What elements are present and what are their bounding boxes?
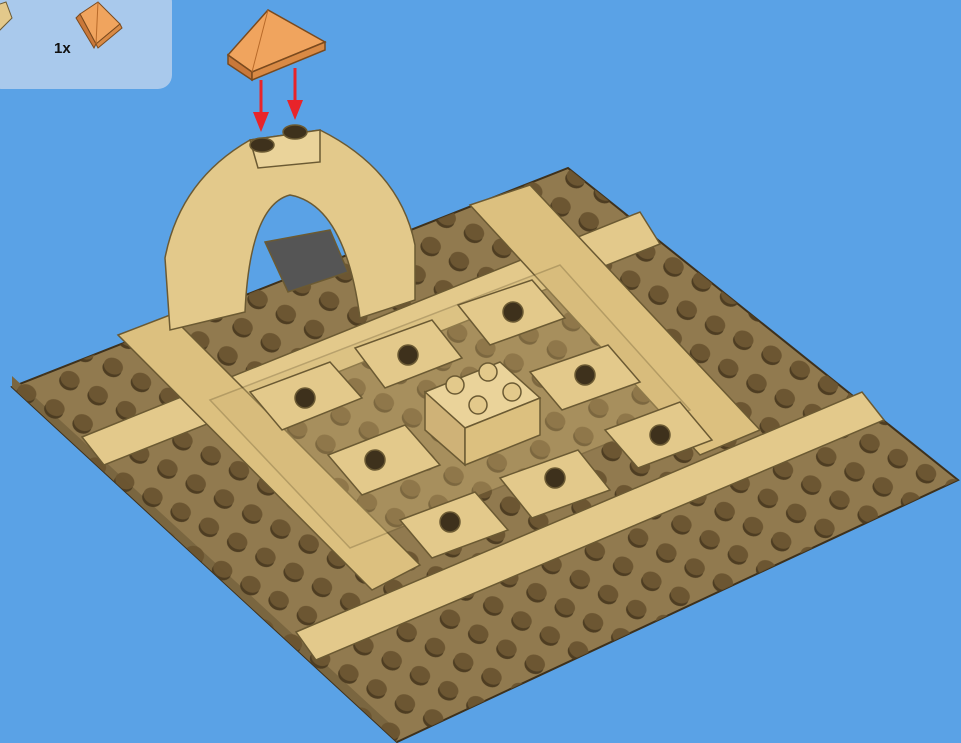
orange-pyramid-slope — [228, 10, 325, 80]
placement-arrows — [253, 68, 303, 132]
down-arrow-icon — [253, 80, 269, 132]
down-arrow-icon — [287, 68, 303, 120]
